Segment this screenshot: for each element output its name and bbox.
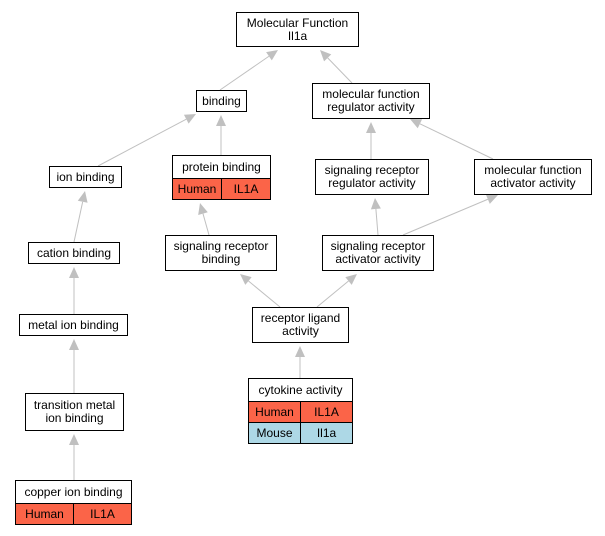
arrowhead-icon xyxy=(266,50,278,61)
node-molecular-function-activator-activity[interactable]: molecular function activator activity xyxy=(474,159,592,195)
edge-cation-ion xyxy=(73,191,88,243)
node-label: ion binding xyxy=(56,169,115,184)
node-cation-binding[interactable]: cation binding xyxy=(28,242,120,264)
node-label: cytokine activity xyxy=(258,382,343,397)
node-molecular-function-regulator-activity[interactable]: molecular function regulator activity xyxy=(312,83,430,119)
node-label: signaling receptor activator activity xyxy=(330,239,426,266)
edge-mfaa-mfr xyxy=(410,119,494,160)
edge-line xyxy=(419,123,494,160)
edge-mfr-root xyxy=(320,50,353,84)
gene-row-human[interactable]: Human IL1A xyxy=(249,401,352,422)
arrowhead-icon xyxy=(485,194,498,204)
edge-srra-mfr xyxy=(366,122,376,159)
gene-label: IL1A xyxy=(73,504,131,524)
arrowhead-icon xyxy=(366,122,376,133)
node-label: metal ion binding xyxy=(28,317,119,332)
node-label: molecular function regulator activity xyxy=(322,87,420,114)
edge-line xyxy=(327,57,353,84)
node-label: cation binding xyxy=(36,245,112,260)
node-label: Molecular Function Il1a xyxy=(246,15,349,43)
arrowhead-icon xyxy=(69,339,79,350)
edge-line xyxy=(316,280,349,308)
node-binding[interactable]: binding xyxy=(196,90,247,112)
node-metal-ion-binding[interactable]: metal ion binding xyxy=(19,314,128,336)
gene-label: Il1a xyxy=(300,423,352,443)
edge-ion-binding xyxy=(97,114,196,167)
arrowhead-icon xyxy=(410,119,423,129)
edge-copper-tmib xyxy=(69,434,79,480)
edge-tmib-metal xyxy=(69,339,79,393)
edge-sraa-mfaa xyxy=(402,194,498,236)
gene-row-mouse[interactable]: Mouse Il1a xyxy=(249,422,352,443)
arrowhead-icon xyxy=(69,267,79,278)
node-copper-ion-binding[interactable]: copper ion binding Human IL1A xyxy=(15,480,132,525)
species-label: Human xyxy=(25,507,64,521)
edge-rla-srb xyxy=(240,274,281,308)
gene-label: IL1A xyxy=(221,179,270,199)
edge-line xyxy=(248,280,281,308)
species-label: Mouse xyxy=(256,426,293,440)
gene-label: IL1A xyxy=(300,402,352,422)
edge-rla-sraa xyxy=(316,274,357,308)
gene-row-human[interactable]: Human IL1A xyxy=(16,503,131,524)
node-label: signaling receptor regulator activity xyxy=(324,163,420,190)
node-label: transition metal ion binding xyxy=(33,398,116,425)
edge-srb-pb xyxy=(198,203,210,236)
node-signaling-receptor-activator-activity[interactable]: signaling receptor activator activity xyxy=(322,235,434,271)
arrowhead-icon xyxy=(183,114,196,124)
node-receptor-ligand-activity[interactable]: receptor ligand activity xyxy=(252,307,349,343)
node-transition-metal-ion-binding[interactable]: transition metal ion binding xyxy=(25,393,124,431)
edge-sraa-srra xyxy=(370,198,381,236)
node-label: molecular function activator activity xyxy=(484,163,582,190)
edge-cyto-rla xyxy=(295,346,305,378)
node-label: binding xyxy=(202,93,241,108)
node-label: protein binding xyxy=(182,159,261,174)
arrowhead-icon xyxy=(69,434,79,445)
edge-line xyxy=(375,208,379,236)
gene-row-human[interactable]: Human IL1A xyxy=(173,178,270,199)
node-label: copper ion binding xyxy=(24,484,123,499)
arrowhead-icon xyxy=(198,203,208,215)
node-signaling-receptor-binding[interactable]: signaling receptor binding xyxy=(165,235,277,271)
edge-binding-root xyxy=(219,50,278,91)
node-label: receptor ligand activity xyxy=(260,311,341,338)
node-signaling-receptor-regulator-activity[interactable]: signaling receptor regulator activity xyxy=(315,159,429,195)
species-label: Human xyxy=(177,182,217,196)
species-label: Human xyxy=(255,405,294,419)
edge-line xyxy=(402,198,489,236)
node-molecular-function[interactable]: Molecular Function Il1a xyxy=(236,12,359,47)
edge-line xyxy=(202,213,210,236)
arrowhead-icon xyxy=(77,191,88,203)
node-protein-binding[interactable]: protein binding Human IL1A xyxy=(172,155,271,200)
node-label: signaling receptor binding xyxy=(173,239,269,266)
edge-line xyxy=(219,55,270,91)
edge-metal-cation xyxy=(69,267,79,314)
arrowhead-icon xyxy=(216,115,226,126)
arrowhead-icon xyxy=(320,50,332,62)
edge-line xyxy=(97,118,187,167)
node-ion-binding[interactable]: ion binding xyxy=(49,166,122,188)
edge-pb-binding xyxy=(216,115,226,155)
arrowhead-icon xyxy=(240,274,252,285)
arrowhead-icon xyxy=(295,346,305,357)
arrowhead-icon xyxy=(345,274,357,285)
arrowhead-icon xyxy=(370,198,381,210)
edge-line xyxy=(73,201,84,243)
node-cytokine-activity[interactable]: cytokine activity Human IL1A Mouse Il1a xyxy=(248,378,353,444)
